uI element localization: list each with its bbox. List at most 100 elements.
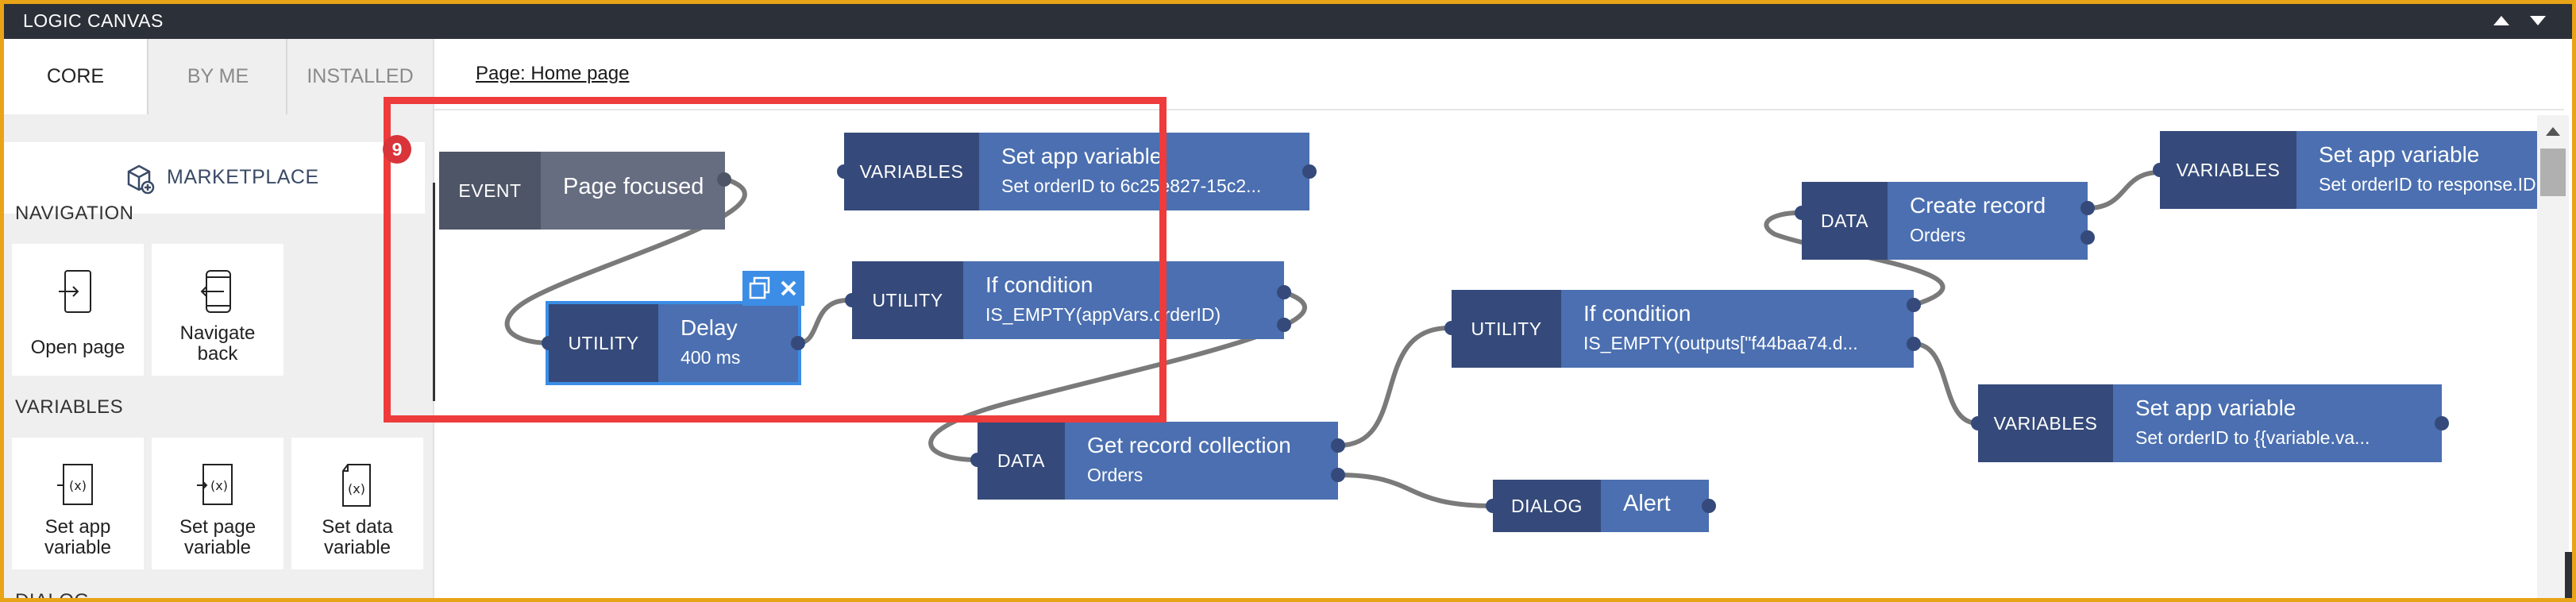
- node-category-data: DATA: [978, 422, 1065, 500]
- input-port[interactable]: [1486, 499, 1500, 513]
- window-title: LOGIC CANVAS: [23, 10, 164, 31]
- node-title: If condition: [985, 272, 1093, 297]
- input-port[interactable]: [1444, 321, 1459, 335]
- set-page-variable-label-line1: Set page: [179, 516, 256, 538]
- node-if-condition-2[interactable]: UTILITY If condition IS_EMPTY(outputs["f…: [1452, 290, 1914, 368]
- scrollbar-thumb[interactable]: [2540, 149, 2566, 196]
- node-title: If condition: [1583, 301, 1691, 326]
- tab-installed[interactable]: INSTALLED: [286, 39, 433, 114]
- node-get-record-collection[interactable]: DATA Get record collection Orders: [978, 422, 1338, 500]
- node-subtitle: 400 ms: [681, 347, 741, 368]
- output-port-true[interactable]: [1907, 298, 1921, 312]
- input-port[interactable]: [1971, 416, 1985, 430]
- output-port-success[interactable]: [1331, 438, 1345, 453]
- tab-core[interactable]: CORE: [4, 39, 147, 114]
- scrollbar-edge: [2565, 552, 2572, 598]
- node-category-variables: VARIABLES: [844, 133, 979, 210]
- node-create-record[interactable]: DATA Create record Orders: [1802, 182, 2088, 260]
- node-delay[interactable]: UTILITY Delay 400 ms: [546, 301, 801, 385]
- node-subtitle: Orders: [1087, 465, 1143, 485]
- collapse-up-icon[interactable]: [2489, 9, 2513, 33]
- open-page-tile[interactable]: Open page: [12, 244, 144, 376]
- node-subtitle: Set orderID to response.ID: [2319, 174, 2536, 195]
- node-category-event: EVENT: [439, 152, 541, 230]
- logic-canvas-window: LOGIC CANVAS CORE BY ME INSTALLED MARKET…: [4, 4, 2572, 598]
- svg-text:(x): (x): [348, 481, 365, 496]
- output-port[interactable]: [1702, 499, 1716, 513]
- node-subtitle: IS_EMPTY(outputs["f44baa74.d...: [1583, 333, 1858, 353]
- duplicate-icon[interactable]: [747, 276, 773, 301]
- node-subtitle: Set orderID to {{variable.va...: [2135, 427, 2370, 448]
- set-app-variable-label-line2: variable: [44, 537, 112, 558]
- node-category-dialog: DIALOG: [1493, 480, 1601, 532]
- set-data-variable-icon: (x): [342, 464, 371, 507]
- canvas-top-divider: [434, 109, 2564, 110]
- navigate-back-label-line1: Navigate: [179, 322, 256, 344]
- node-title: Set app variable: [1001, 144, 1163, 168]
- marketplace-icon: [127, 164, 155, 195]
- node-title: Get record collection: [1087, 433, 1291, 457]
- output-port[interactable]: [791, 336, 805, 350]
- node-title: Page focused: [563, 174, 704, 199]
- node-alert[interactable]: DIALOG Alert: [1493, 480, 1709, 532]
- output-port[interactable]: [1302, 164, 1317, 179]
- output-port-false[interactable]: [1907, 337, 1921, 351]
- node-set-app-variable-1[interactable]: VARIABLES Set app variable Set orderID t…: [844, 133, 1309, 210]
- breadcrumb[interactable]: Page: Home page: [476, 63, 630, 84]
- node-title: Set app variable: [2319, 142, 2480, 167]
- selection-highlight: [384, 97, 1167, 423]
- input-port[interactable]: [2153, 163, 2167, 177]
- vertical-scrollbar[interactable]: [2537, 115, 2569, 598]
- input-port[interactable]: [837, 164, 851, 179]
- set-page-variable-icon: (x): [197, 464, 233, 505]
- output-port-error[interactable]: [2080, 230, 2095, 245]
- navigate-back-label-line2: back: [197, 343, 238, 365]
- navigate-back-icon: [200, 270, 231, 313]
- node-set-app-variable-2[interactable]: VARIABLES Set app variable Set orderID t…: [2160, 131, 2537, 209]
- node-set-app-variable-3[interactable]: VARIABLES Set app variable Set orderID t…: [1978, 384, 2442, 462]
- wire-get-records-to-if2: [1336, 326, 1452, 448]
- delete-icon[interactable]: [776, 276, 801, 301]
- node-title: Create record: [1910, 193, 2046, 218]
- wire-if1-to-get-records: [928, 290, 1307, 462]
- output-port[interactable]: [2435, 416, 2449, 430]
- wire-get-records-to-alert: [1336, 473, 1495, 508]
- node-toolbar: [742, 271, 804, 306]
- wire-create-to-set-var2: [2085, 170, 2162, 210]
- node-subtitle: IS_EMPTY(appVars.orderID): [985, 304, 1221, 325]
- scroll-up-icon[interactable]: [2543, 123, 2563, 139]
- node-category-utility: UTILITY: [549, 304, 658, 382]
- wire-event-to-delay: [504, 177, 747, 345]
- node-title: Delay: [681, 315, 738, 340]
- output-port-false[interactable]: [1277, 318, 1291, 332]
- input-port[interactable]: [970, 453, 985, 467]
- error-count-badge[interactable]: 9: [383, 135, 411, 164]
- input-port[interactable]: [845, 293, 859, 307]
- output-port-success[interactable]: [2080, 201, 2095, 215]
- output-port-true[interactable]: [1277, 285, 1291, 299]
- node-if-condition-1[interactable]: UTILITY If condition IS_EMPTY(appVars.or…: [852, 261, 1284, 339]
- node-title: Alert: [1623, 491, 1671, 516]
- node-category-variables: VARIABLES: [1978, 384, 2113, 462]
- section-variables: VARIABLES: [15, 396, 124, 418]
- output-port-error[interactable]: [1331, 468, 1345, 482]
- node-subtitle: Set orderID to 6c25e827-15c2...: [1001, 176, 1262, 196]
- node-page-focused[interactable]: EVENT Page focused: [439, 152, 725, 230]
- set-data-variable-label-line1: Set data: [322, 516, 393, 538]
- node-category-utility: UTILITY: [852, 261, 963, 339]
- set-data-variable-label-line2: variable: [323, 537, 391, 558]
- collapse-down-icon[interactable]: [2526, 9, 2550, 33]
- tab-by-me[interactable]: BY ME: [147, 39, 287, 114]
- marketplace-button[interactable]: MARKETPLACE: [4, 142, 425, 214]
- input-port[interactable]: [1795, 206, 1809, 220]
- input-port[interactable]: [542, 336, 556, 350]
- output-port[interactable]: [717, 172, 731, 187]
- node-subtitle: Orders: [1910, 225, 1966, 245]
